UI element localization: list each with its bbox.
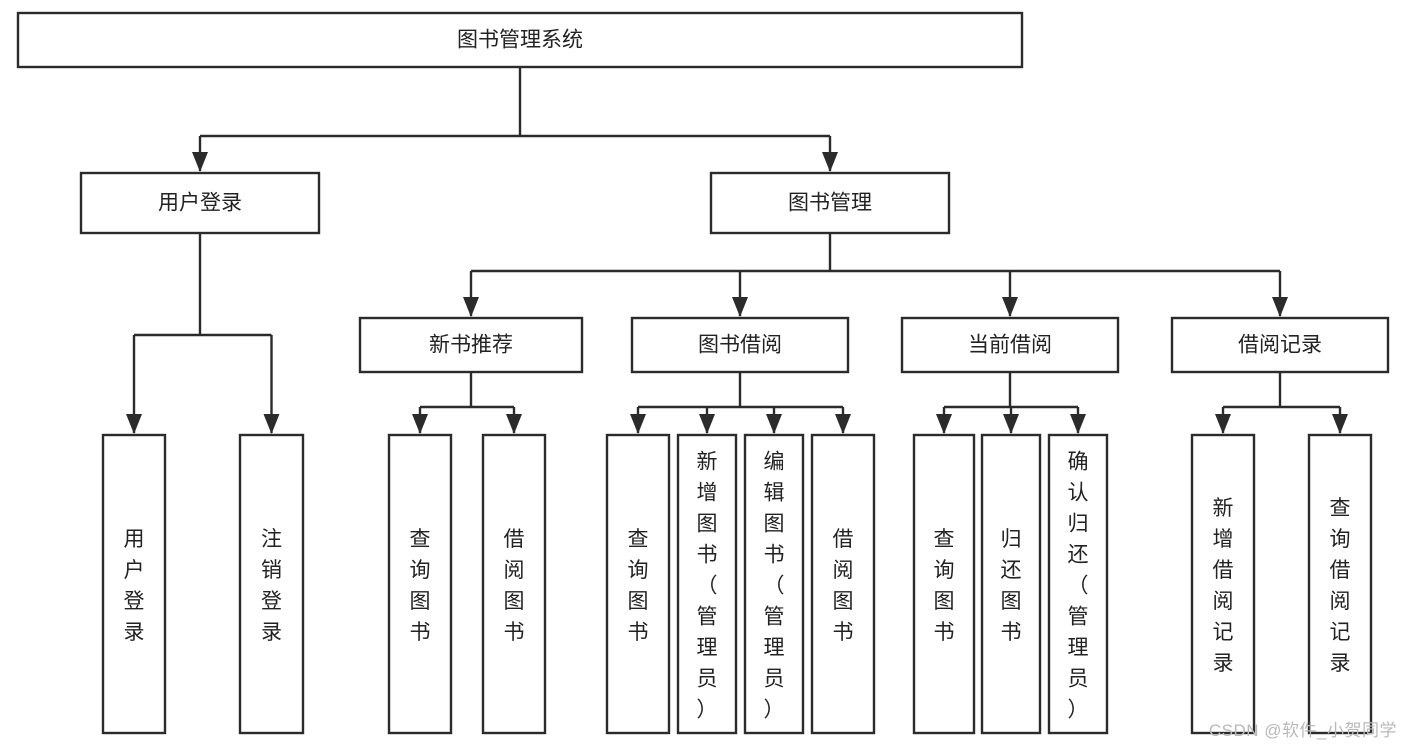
arrow-head-icon [1215, 414, 1231, 434]
node-box-nbr-query-book [387, 433, 453, 735]
node-nbr-query-book[interactable]: 查询图书 [387, 433, 453, 735]
node-label-nbr-borrow-book: 借阅图书 [504, 528, 525, 644]
node-cb-confirm-return[interactable]: 确认归还（管理员） [1047, 433, 1109, 735]
arrow-head-icon [822, 152, 838, 172]
arrow-head-icon [936, 414, 952, 434]
node-label-nbr-query-book: 查询图书 [410, 528, 431, 644]
node-label-user-logout: 注销登录 [261, 528, 282, 644]
arrow-head-icon [1003, 414, 1019, 434]
arrow-head-icon [699, 414, 715, 434]
node-box-borrow-record [1170, 316, 1390, 374]
node-label-current-borrow: 当前借阅 [968, 334, 1052, 357]
node-box-user-login [79, 171, 321, 235]
node-box-user-login-do [101, 433, 167, 735]
node-bb-borrow-book[interactable]: 借阅图书 [810, 433, 876, 735]
node-box-book-manage [709, 171, 951, 235]
node-label-new-book-recommend: 新书推荐 [429, 334, 513, 357]
node-label-br-add-record: 新增借阅记录 [1213, 497, 1234, 675]
node-label-bb-borrow-book: 借阅图书 [833, 528, 854, 644]
arrow-head-icon [732, 297, 748, 317]
arrow-head-icon [1272, 297, 1288, 317]
arrow-head-icon [630, 414, 646, 434]
node-user-logout[interactable]: 注销登录 [238, 433, 305, 735]
node-box-cb-return-book [980, 433, 1042, 735]
node-label-bb-query-book: 查询图书 [628, 528, 649, 644]
node-box-root [16, 11, 1024, 69]
node-label-bb-edit-book: 编辑图书（管理员） [764, 451, 785, 722]
node-label-br-query-record: 查询借阅记录 [1330, 497, 1351, 675]
node-cb-query-book[interactable]: 查询图书 [912, 433, 976, 735]
node-label-cb-query-book: 查询图书 [934, 528, 955, 644]
node-box-cb-query-book [912, 433, 976, 735]
node-box-new-book-recommend [358, 316, 584, 374]
node-label-root: 图书管理系统 [457, 29, 583, 52]
node-bb-query-book[interactable]: 查询图书 [605, 433, 671, 735]
arrow-head-icon [506, 414, 522, 434]
node-user-login[interactable]: 用户登录 [79, 171, 321, 235]
node-bb-edit-book[interactable]: 编辑图书（管理员） [743, 433, 805, 735]
node-label-cb-return-book: 归还图书 [1001, 528, 1022, 644]
node-box-bb-query-book [605, 433, 671, 735]
arrow-head-icon [1002, 297, 1018, 317]
arrow-head-icon [766, 414, 782, 434]
node-root[interactable]: 图书管理系统 [16, 11, 1024, 69]
node-label-user-login-do: 用户登录 [124, 528, 145, 644]
node-nbr-borrow-book[interactable]: 借阅图书 [481, 433, 547, 735]
node-box-br-query-record [1307, 433, 1373, 735]
node-book-borrow[interactable]: 图书借阅 [630, 316, 850, 374]
arrow-head-icon [835, 414, 851, 434]
node-box-nbr-borrow-book [481, 433, 547, 735]
node-label-bb-add-book: 新增图书（管理员） [697, 451, 718, 722]
connectors-layer [126, 67, 1348, 434]
node-current-borrow[interactable]: 当前借阅 [900, 316, 1120, 374]
node-box-bb-edit-book [743, 433, 805, 735]
arrow-head-icon [463, 297, 479, 317]
node-borrow-record[interactable]: 借阅记录 [1170, 316, 1390, 374]
node-box-br-add-record [1190, 433, 1256, 735]
node-box-cb-confirm-return [1047, 433, 1109, 735]
node-bb-add-book[interactable]: 新增图书（管理员） [676, 433, 738, 735]
arrow-head-icon [263, 414, 280, 434]
node-box-bb-add-book [676, 433, 738, 735]
arrow-head-icon [126, 414, 142, 434]
nodes-layer: 图书管理系统用户登录图书管理用户登录注销登录新书推荐查询图书借阅图书图书借阅查询… [16, 11, 1390, 735]
node-cb-return-book[interactable]: 归还图书 [980, 433, 1042, 735]
node-box-current-borrow [900, 316, 1120, 374]
node-label-cb-confirm-return: 确认归还（管理员） [1068, 451, 1089, 722]
node-new-book-recommend[interactable]: 新书推荐 [358, 316, 584, 374]
node-br-add-record[interactable]: 新增借阅记录 [1190, 433, 1256, 735]
node-label-user-login: 用户登录 [158, 192, 242, 215]
node-box-user-logout [238, 433, 305, 735]
arrow-head-icon [412, 414, 428, 434]
node-box-bb-borrow-book [810, 433, 876, 735]
node-br-query-record[interactable]: 查询借阅记录 [1307, 433, 1373, 735]
node-label-borrow-record: 借阅记录 [1238, 334, 1322, 357]
arrow-head-icon [192, 152, 208, 172]
arrow-head-icon [1070, 414, 1086, 434]
node-label-book-borrow: 图书借阅 [698, 334, 782, 357]
arrow-head-icon [1332, 414, 1348, 434]
node-box-book-borrow [630, 316, 850, 374]
csdn-watermark: CSDN @软件_小贺同学 [1208, 721, 1397, 740]
node-user-login-do[interactable]: 用户登录 [101, 433, 167, 735]
node-label-book-manage: 图书管理 [788, 192, 872, 215]
node-book-manage[interactable]: 图书管理 [709, 171, 951, 235]
